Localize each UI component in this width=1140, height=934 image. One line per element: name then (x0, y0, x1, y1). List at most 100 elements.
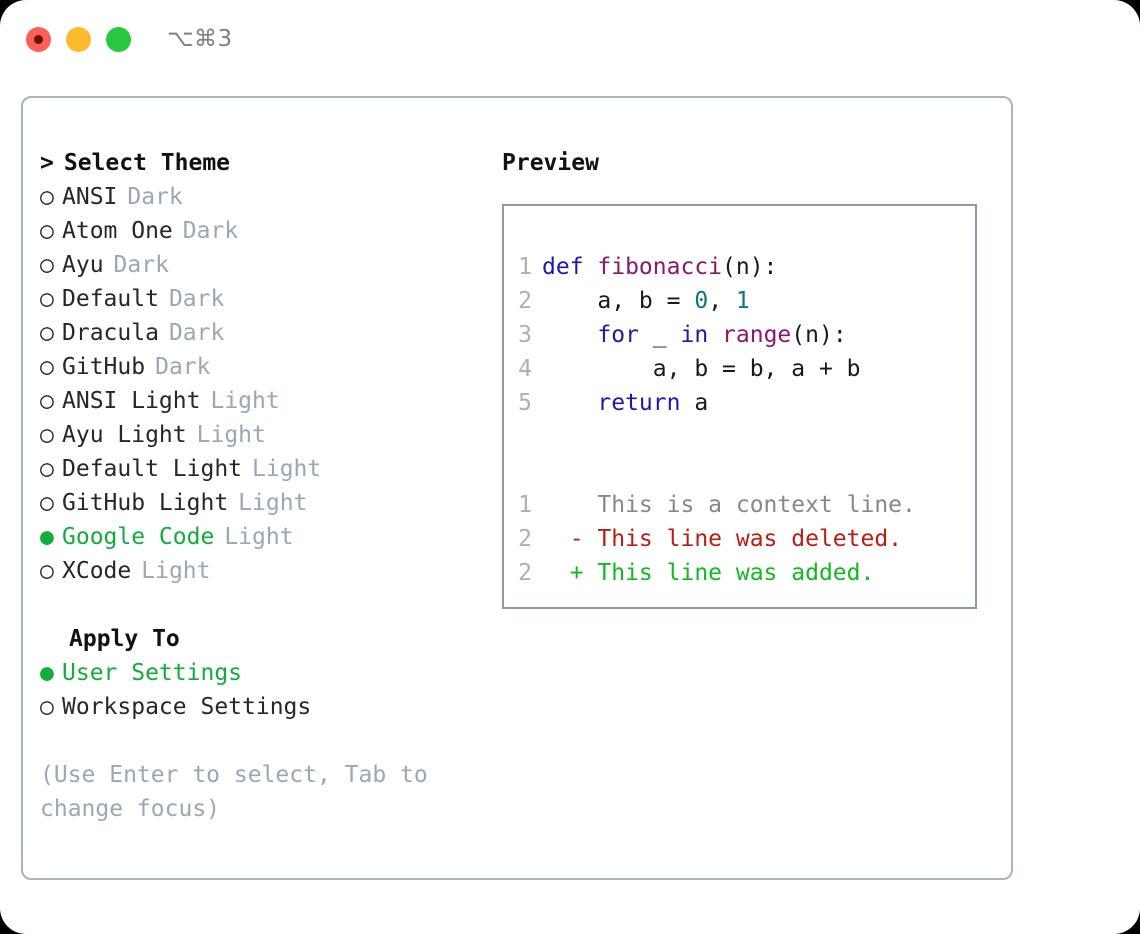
theme-list-item-variant: Dark (168, 286, 225, 312)
radio-unselected-icon: ○ (40, 320, 54, 346)
line-number: 5 (518, 390, 532, 416)
diff-line-text: - This line was deleted. (542, 526, 903, 552)
code-diff-spacer-2 (504, 454, 975, 488)
section-spacer (40, 588, 493, 622)
code-token-pl (542, 322, 597, 348)
code-token-pl (708, 322, 722, 348)
maximize-button[interactable] (106, 26, 131, 52)
minimize-button[interactable] (66, 26, 91, 52)
apply-to-item[interactable]: ○Workspace Settings (40, 690, 493, 724)
code-token-fn: fibonacci (597, 254, 723, 280)
theme-list-item-label: ANSI Light (62, 388, 201, 414)
theme-list-item-label: Default Light (62, 456, 243, 482)
code-token-kw: in (680, 322, 709, 348)
radio-unselected-icon: ○ (40, 354, 54, 380)
theme-list-item-variant: Dark (182, 218, 239, 244)
apply-to-list: ●User Settings○Workspace Settings (40, 656, 493, 724)
theme-list-item-variant: Dark (113, 252, 169, 278)
theme-list-item-variant: Light (141, 558, 211, 584)
code-token-pl (542, 390, 597, 416)
window-title: ⌥⌘3 (167, 26, 233, 52)
code-token-kw: return (597, 390, 681, 416)
theme-list-item[interactable]: ○ GitHub Dark (40, 350, 493, 384)
theme-list-item-variant: Dark (168, 320, 225, 346)
keyboard-hint: (Use Enter to select, Tab to change focu… (40, 762, 428, 822)
code-token-fn: range (722, 322, 792, 348)
theme-list-item[interactable]: ○ Default Dark (40, 282, 493, 316)
theme-list-item[interactable]: ○ Default Light Light (40, 452, 493, 486)
diff-line-text: This is a context line. (542, 492, 916, 518)
radio-unselected-icon: ○ (40, 456, 54, 482)
code-line-text: a, b = b, a + b (542, 352, 861, 386)
code-line-text: return a (542, 386, 708, 420)
theme-list-item-label: GitHub (62, 354, 146, 380)
traffic-light-group (26, 26, 131, 52)
theme-list-item-label: GitHub Light (62, 490, 229, 516)
code-token-pl: _ (638, 322, 681, 348)
theme-list-item-variant: Light (210, 388, 280, 414)
code-line: 1 def fibonacci(n): (504, 250, 975, 284)
theme-list-item-label: Default (62, 286, 159, 312)
code-token-pl: (n): (791, 322, 847, 348)
apply-to-item-label: User Settings (62, 660, 243, 686)
title-bar: ⌥⌘3 (0, 0, 1140, 78)
line-number: 1 (518, 492, 532, 518)
theme-list-item-variant: Light (196, 422, 266, 448)
theme-list-item-variant: Dark (127, 184, 183, 210)
theme-list-item[interactable]: ○ Atom One Dark (40, 214, 493, 248)
code-token-num: 0 (694, 288, 709, 314)
code-token-kw: def (542, 254, 598, 280)
diff-line: 2 - This line was deleted. (504, 522, 975, 556)
code-token-pl: a, b = (542, 288, 695, 314)
apply-to-item[interactable]: ●User Settings (40, 656, 493, 690)
theme-list-item-variant: Light (252, 456, 322, 482)
radio-unselected-icon: ○ (40, 218, 54, 244)
preview-title: Preview (502, 150, 599, 176)
theme-picker-header-label: Select Theme (63, 150, 231, 176)
theme-list-item-label: Google Code (62, 524, 215, 550)
line-number: 4 (518, 356, 532, 382)
theme-list-item[interactable]: ○ GitHub Light Light (40, 486, 493, 520)
code-line-text: for _ in range(n): (542, 318, 847, 352)
line-number: 1 (518, 254, 532, 280)
diff-line-text: + This line was added. (542, 560, 875, 586)
radio-unselected-icon: ○ (40, 388, 54, 414)
code-line-text: def fibonacci(n): (542, 250, 777, 284)
code-token-pl: (n): (722, 254, 778, 280)
code-token-pl: , (708, 288, 736, 314)
theme-list-item[interactable]: ○ ANSI Dark (40, 180, 493, 214)
code-token-num: 1 (735, 288, 750, 314)
code-line-text: a, b = 0, 1 (542, 284, 750, 318)
code-token-kw: for (597, 322, 639, 348)
theme-list-item-label: ANSI (62, 184, 118, 210)
diff-line: 2 + This line was added. (504, 556, 975, 590)
theme-list-item-variant: Dark (155, 354, 211, 380)
theme-list-item[interactable]: ○ Ayu Dark (40, 248, 493, 282)
apply-to-title: Apply To (69, 626, 180, 652)
radio-unselected-icon: ○ (40, 694, 54, 720)
caret-icon: > (40, 150, 54, 176)
theme-list-item-label: Atom One (62, 218, 173, 244)
theme-list-item-variant: Light (238, 490, 308, 516)
radio-unselected-icon: ○ (40, 252, 54, 278)
line-number: 2 (518, 288, 532, 314)
theme-list-item-label: Ayu (62, 252, 104, 278)
theme-list-item[interactable]: ○ ANSI Light Light (40, 384, 493, 418)
radio-unselected-icon: ○ (40, 490, 54, 516)
diff-sample: 1 This is a context line. 2 - This line w… (504, 488, 975, 590)
code-line: 3 for _ in range(n): (504, 318, 975, 352)
radio-unselected-icon: ○ (40, 286, 54, 312)
close-button[interactable] (26, 26, 51, 52)
radio-unselected-icon: ○ (40, 422, 54, 448)
line-number: 2 (518, 560, 532, 586)
radio-unselected-icon: ○ (40, 184, 54, 210)
